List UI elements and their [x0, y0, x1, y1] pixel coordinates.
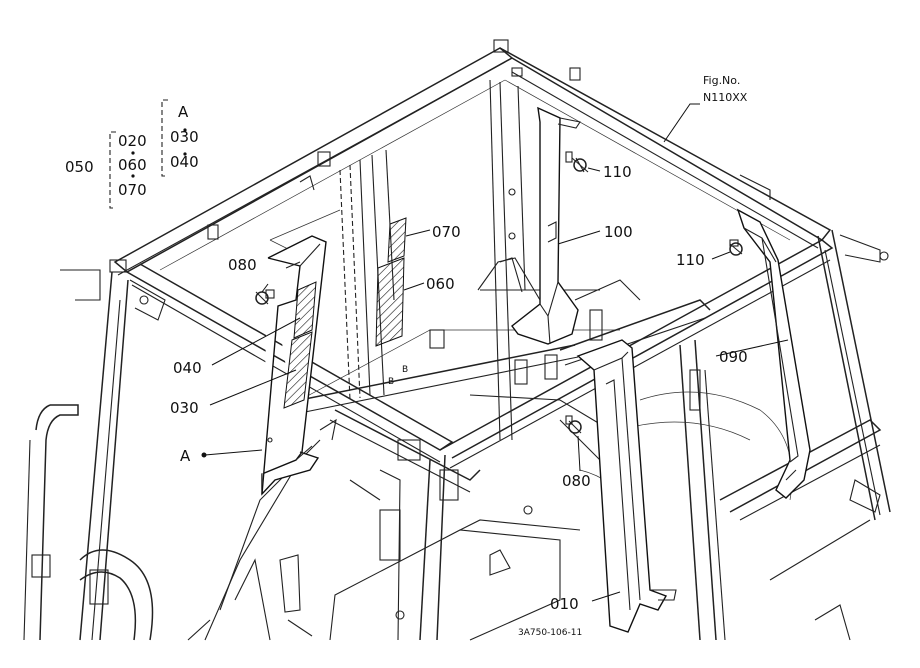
part-010-front-trim: [576, 339, 677, 633]
callout-090: 090: [719, 348, 748, 366]
callout-030: 030: [170, 399, 199, 417]
group-bracket-050: [109, 131, 135, 209]
bolt-110-right: [729, 239, 743, 256]
callout-110-top: 110: [603, 163, 632, 181]
group-a-label: A: [178, 103, 189, 121]
part-070-decal: [387, 217, 407, 263]
bolt-080-center: [565, 415, 582, 434]
callout-a: A: [180, 447, 191, 465]
group-a-member-030: 030: [170, 128, 199, 146]
callout-100: 100: [604, 223, 633, 241]
part-100-center-trim: [477, 106, 581, 345]
callout-060: 060: [426, 275, 455, 293]
callout-070: 070: [432, 223, 461, 241]
frame-mark-left: B: [388, 377, 394, 387]
group-050-member-060: 060: [118, 156, 147, 174]
callout-010: 010: [550, 595, 579, 613]
part-060-decal: [375, 257, 405, 347]
fig-caption: Fig.No.: [703, 74, 740, 87]
part-a-pillar-trim: [261, 235, 337, 496]
group-a-member-040: 040: [170, 153, 199, 171]
cab-frame: [23, 39, 891, 641]
part-040-decal: [293, 281, 317, 339]
callout-040: 040: [173, 359, 202, 377]
group-050-member-070: 070: [118, 181, 147, 199]
part-030-decal: [283, 331, 313, 409]
fig-number: N110XX: [703, 91, 748, 104]
callout-080-left: 080: [228, 256, 257, 274]
group-050-label: 050: [65, 158, 94, 176]
callout-110-right: 110: [676, 251, 705, 269]
drawing-code: 3A750-106-11: [518, 628, 582, 638]
bolt-110-top: [565, 151, 589, 173]
part-090-rear-trim: [736, 208, 811, 499]
group-050-member-020: 020: [118, 132, 147, 150]
callout-080-center: 080: [562, 472, 591, 490]
frame-mark-right: B: [402, 365, 408, 375]
leader-lines: [201, 103, 789, 602]
group-bracket-a: [161, 99, 187, 177]
